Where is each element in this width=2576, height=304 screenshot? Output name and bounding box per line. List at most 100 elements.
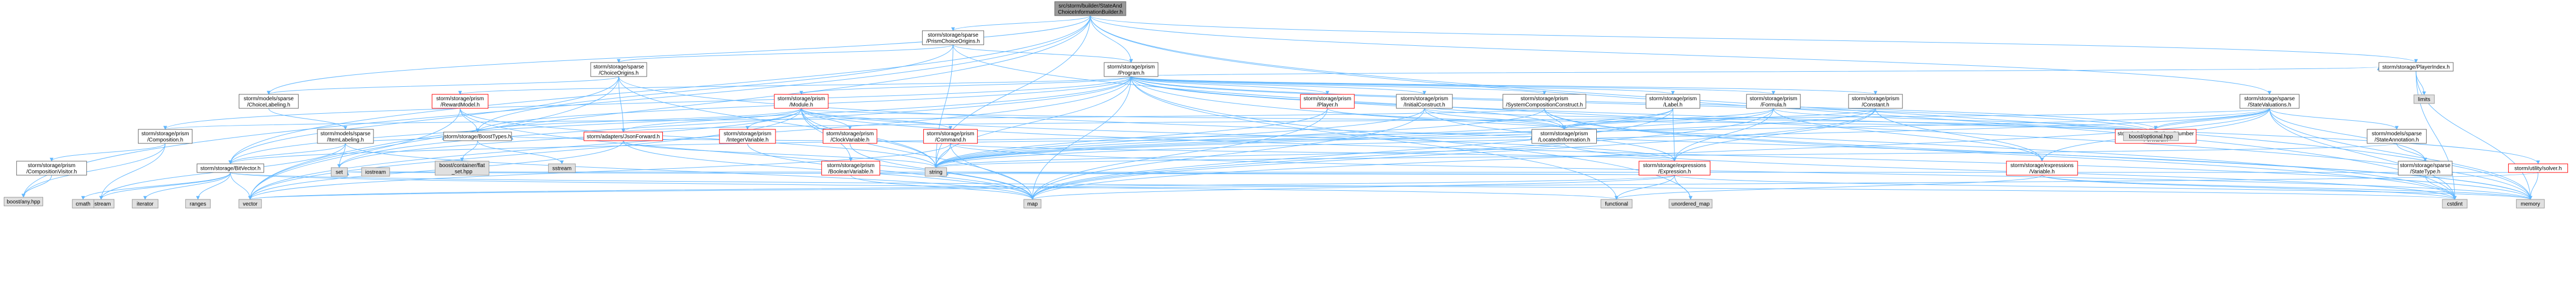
node-label: ostream bbox=[92, 202, 111, 208]
node-box bbox=[1502, 94, 1587, 109]
edge-program-to-map bbox=[1030, 76, 1132, 200]
graph-node-itemlabeling[interactable]: storm/models/sparse/ItemLabeling.h bbox=[317, 129, 374, 144]
edge-boosttypes-to-flat_set bbox=[460, 140, 478, 162]
edge-integervariable-to-map bbox=[747, 143, 1035, 200]
edge-variable-to-memory bbox=[2041, 175, 2532, 200]
graph-node-clockvariable[interactable]: storm/storage/prism/ClockVariable.h bbox=[822, 129, 877, 144]
graph-node-command[interactable]: storm/storage/prism/Command.h bbox=[923, 129, 978, 144]
graph-node-player[interactable]: storm/storage/prism/Player.h bbox=[1300, 94, 1355, 109]
graph-node-flat-set: boost/container/flat_set.hpp bbox=[434, 161, 489, 176]
edge-initialconstruct-to-string bbox=[934, 108, 1425, 168]
node-label: /Command.h bbox=[935, 137, 966, 143]
graph-node-initialconstruct[interactable]: storm/storage/prism/InitialConstruct.h bbox=[1396, 94, 1453, 109]
graph-node-string: string bbox=[925, 167, 947, 177]
node-label: memory bbox=[2520, 202, 2540, 208]
graph-node-statevaluations[interactable]: storm/storage/sparse/StateValuations.h bbox=[2239, 94, 2300, 109]
graph-node-map: map bbox=[1023, 199, 1042, 209]
node-label: storm/storage/PlayerIndex.h bbox=[2383, 65, 2450, 71]
graph-node-memory: memory bbox=[2516, 199, 2545, 209]
node-box bbox=[238, 199, 262, 209]
edge-statevaluations-to-stateannotation bbox=[2269, 108, 2399, 130]
graph-node-prismchoiceorigins[interactable]: storm/storage/sparse/PrismChoiceOrigins.… bbox=[922, 30, 984, 45]
edge-program-to-rewardmodel bbox=[458, 76, 1132, 95]
edge-solver-to-memory bbox=[2528, 172, 2539, 200]
graph-node-jsonforward[interactable]: storm/adapters/JsonForward.h bbox=[584, 132, 663, 141]
edge-formula-to-boost_optional bbox=[1773, 108, 2153, 133]
graph-node-module[interactable]: storm/storage/prism/Module.h bbox=[774, 94, 829, 109]
graph-node-formula[interactable]: storm/storage/prism/Formula.h bbox=[1746, 94, 1801, 109]
graph-node-integervariable[interactable]: storm/storage/prism/IntegerVariable.h bbox=[719, 129, 776, 144]
node-label: cmath bbox=[76, 202, 91, 208]
node-label: /InitialConstruct.h bbox=[1403, 102, 1445, 108]
node-box bbox=[719, 129, 776, 144]
node-label: ranges bbox=[190, 202, 206, 208]
graph-node-choiceorigins[interactable]: storm/storage/sparse/ChoiceOrigins.h bbox=[590, 62, 647, 77]
node-label: /StateValuations.h bbox=[2248, 102, 2291, 108]
node-box bbox=[1023, 199, 1042, 209]
graph-node-vector: vector bbox=[238, 199, 262, 209]
node-box bbox=[2442, 199, 2468, 209]
graph-node-booleanvariable[interactable]: storm/storage/prism/BooleanVariable.h bbox=[821, 161, 881, 176]
node-label: map bbox=[1027, 202, 1038, 208]
node-label: /StateType.h bbox=[2410, 169, 2440, 175]
graph-node-compositionvisitor[interactable]: storm/storage/prism/CompositionVisitor.h bbox=[16, 161, 87, 176]
graph-node-stateannotation[interactable]: storm/models/sparse/StateAnnotation.h bbox=[2366, 129, 2427, 144]
edge-bitvector-to-ranges bbox=[196, 172, 231, 200]
graph-node-choicelabeling[interactable]: storm/models/sparse/ChoiceLabeling.h bbox=[239, 94, 299, 109]
graph-node-variable[interactable]: storm/storage/expressions/Variable.h bbox=[2006, 161, 2078, 176]
edge-program-to-systemcompositionconstruct bbox=[1131, 76, 1546, 95]
edge-composition-to-ostream bbox=[99, 143, 166, 200]
node-box bbox=[1054, 1, 1126, 16]
graph-node-iterator: iterator bbox=[131, 199, 158, 209]
graph-node-expression[interactable]: storm/storage/expressions/Expression.h bbox=[1638, 161, 1711, 176]
node-label: iostream bbox=[365, 170, 386, 176]
edge-itemlabeling-to-bitvector bbox=[228, 143, 346, 164]
edge-variable-to-functional bbox=[1615, 175, 2042, 200]
node-label: storm/storage/sparse bbox=[2244, 96, 2295, 102]
node-label: storm/models/sparse bbox=[2372, 131, 2422, 137]
graph-node-bitvector[interactable]: storm/storage/BitVector.h bbox=[197, 163, 265, 173]
node-label: storm/models/sparse bbox=[244, 96, 294, 102]
node-box bbox=[4, 197, 44, 206]
graph-node-composition[interactable]: storm/storage/prism/Composition.h bbox=[138, 129, 193, 144]
graph-node-statetype[interactable]: storm/storage/sparse/StateType.h bbox=[2398, 161, 2453, 176]
edge-formula-to-locatedinformation bbox=[1562, 108, 1774, 130]
graph-node-playerindex[interactable]: storm/storage/PlayerIndex.h bbox=[2378, 62, 2454, 72]
edge-program-to-vector bbox=[248, 76, 1132, 200]
graph-node-solver[interactable]: storm/utility/solver.h bbox=[2508, 163, 2568, 173]
edge-root-to-program bbox=[1090, 15, 1133, 63]
edge-bitvector-to-cmath bbox=[81, 172, 231, 200]
node-label: /ItemLabeling.h bbox=[327, 137, 364, 143]
node-label: set bbox=[336, 170, 343, 176]
edge-constant-to-string bbox=[934, 108, 1876, 168]
edge-statevaluations-to-string bbox=[934, 108, 2270, 168]
graph-node-locatedinformation[interactable]: storm/storage/prism/LocatedInformation.h bbox=[1531, 129, 1597, 144]
node-box bbox=[2413, 94, 2435, 104]
graph-node-cstdint: cstdint bbox=[2442, 199, 2468, 209]
node-box bbox=[590, 62, 647, 77]
graph-node-systemcompositionconstruct[interactable]: storm/storage/prism/SystemCompositionCon… bbox=[1502, 94, 1587, 109]
edge-bitvector-to-iterator bbox=[143, 172, 231, 200]
node-label: /Constant.h bbox=[1862, 102, 1889, 108]
edge-root-to-prismchoiceorigins bbox=[951, 15, 1091, 31]
graph-node-program[interactable]: storm/storage/prism/Program.h bbox=[1104, 62, 1159, 77]
node-label: sstream bbox=[552, 166, 572, 172]
edge-player-to-map bbox=[1030, 108, 1328, 200]
edge-expression-to-string bbox=[946, 171, 1675, 176]
node-box bbox=[2516, 199, 2545, 209]
edge-rewardmodel-to-map bbox=[460, 108, 1035, 200]
graph-node-label[interactable]: storm/storage/prism/Label.h bbox=[1645, 94, 1700, 109]
edge-choiceorigins-to-jsonforward bbox=[618, 76, 626, 133]
edge-label-to-string bbox=[934, 108, 1673, 168]
node-label: storm/models/sparse bbox=[321, 131, 371, 137]
node-label: storm/adapters/JsonForward.h bbox=[587, 134, 660, 140]
graph-node-rewardmodel[interactable]: storm/storage/prism/RewardModel.h bbox=[432, 94, 489, 109]
graph-node-root[interactable]: src/storm/builder/StateAndChoiceInformat… bbox=[1054, 1, 1126, 16]
edge-choicelabeling-to-itemlabeling bbox=[268, 108, 348, 130]
edge-module-to-boosttypes bbox=[475, 108, 802, 133]
edge-expression-to-functional bbox=[1615, 175, 1675, 200]
graph-node-boost-any: boost/any.hpp bbox=[4, 197, 44, 206]
edge-systemcompositionconstruct-to-composition bbox=[163, 108, 1545, 130]
graph-node-boosttypes[interactable]: storm/storage/BoostTypes.h bbox=[443, 132, 512, 141]
graph-node-constant[interactable]: storm/storage/prism/Constant.h bbox=[1848, 94, 1903, 109]
